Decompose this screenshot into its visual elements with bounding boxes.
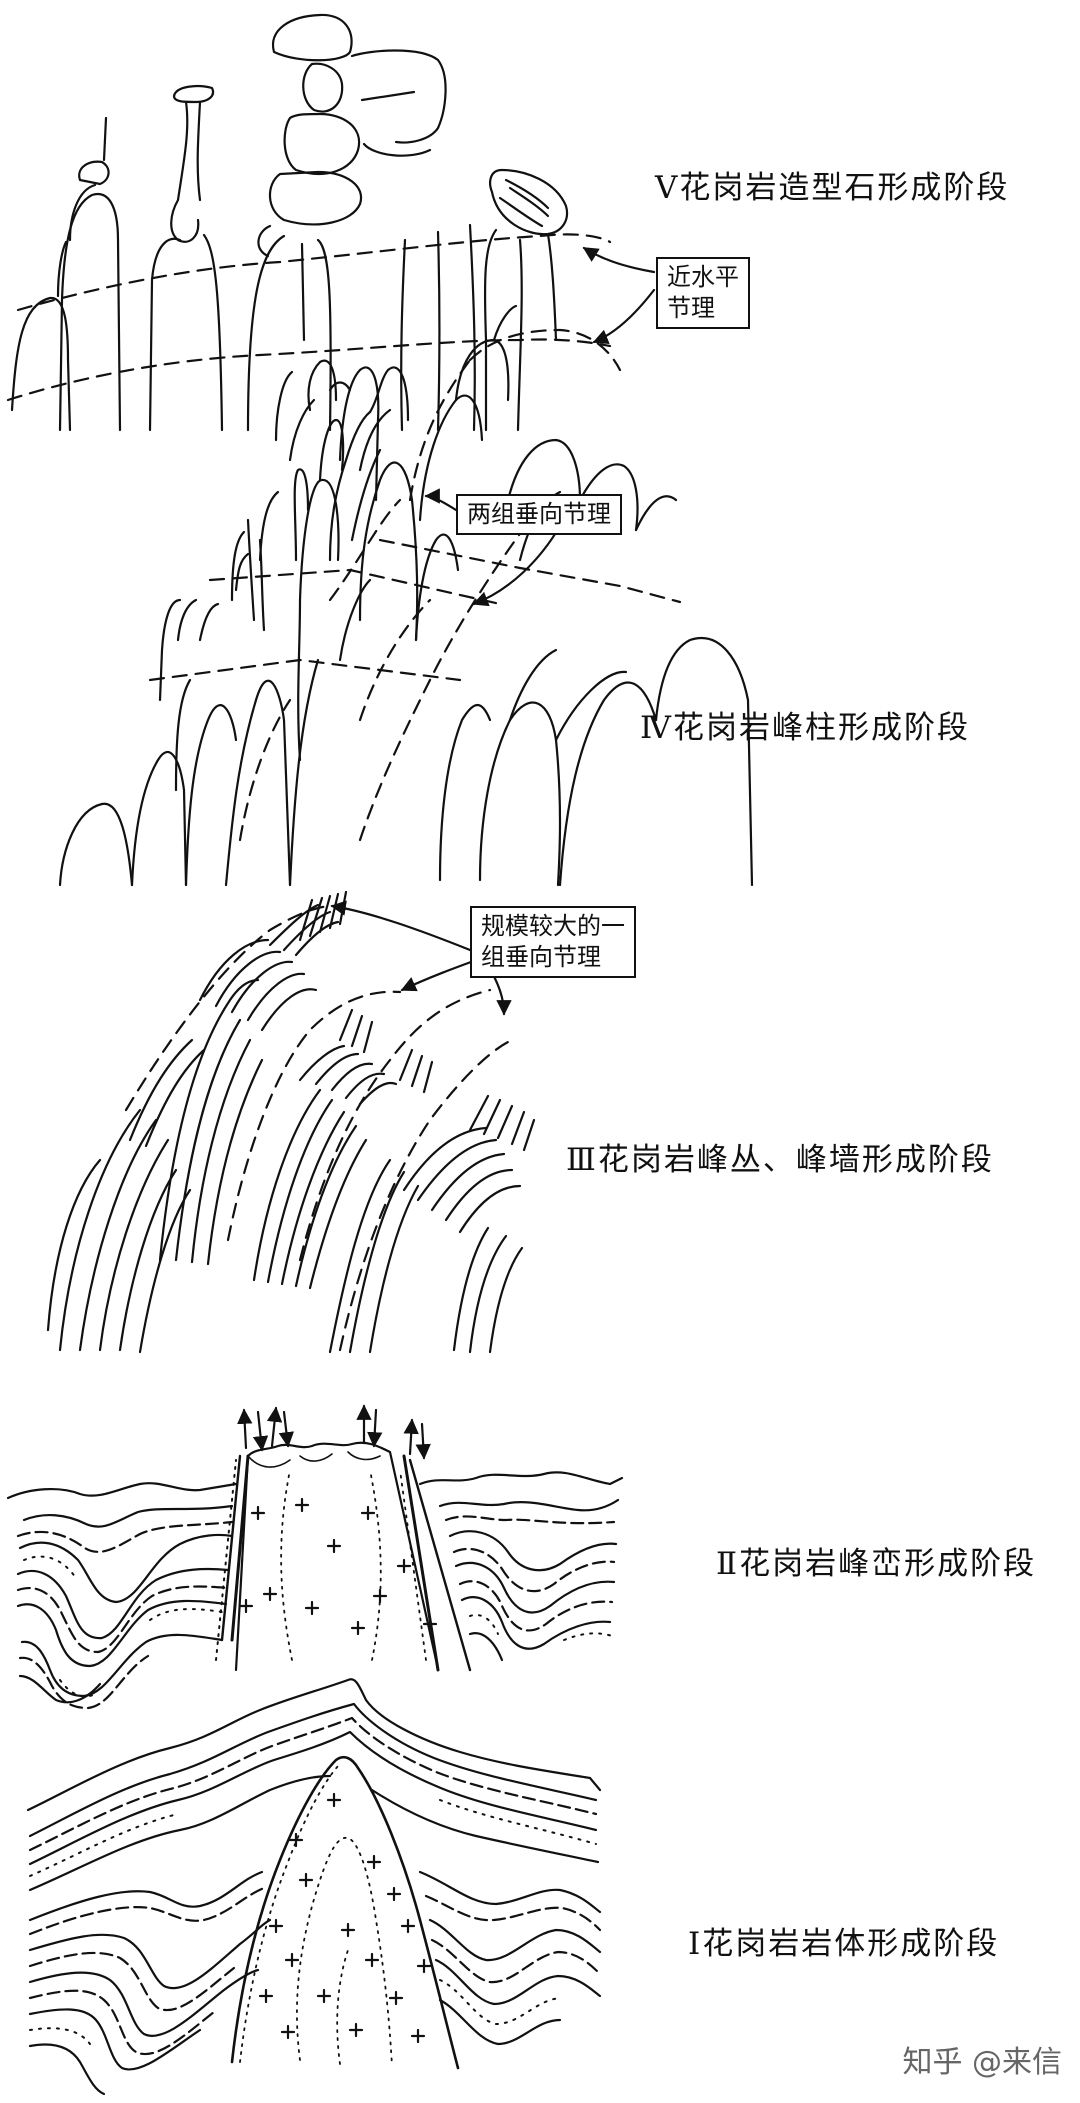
callout-horizontal-joints: 近水平 节理 bbox=[656, 257, 750, 329]
stage-v-label: Ⅴ花岗岩造型石形成阶段 bbox=[655, 170, 1010, 206]
stage-iv-drawing bbox=[58, 304, 754, 887]
stage-iv-label: Ⅳ花岗岩峰柱形成阶段 bbox=[640, 710, 970, 746]
watermark: 知乎 @来信 bbox=[902, 2045, 1062, 2080]
stage-iii-label: Ⅲ花岗岩峰丛、峰墙形成阶段 bbox=[566, 1142, 994, 1178]
stage-i-label: Ⅰ花岗岩岩体形成阶段 bbox=[688, 1926, 1000, 1962]
callout-two-vertical-joint-sets: 两组垂向节理 bbox=[456, 494, 622, 535]
stage-iii-drawing bbox=[46, 890, 536, 1354]
stage-i-drawing bbox=[26, 1678, 602, 2096]
stage-v-drawing bbox=[6, 13, 656, 432]
stage-ii-drawing bbox=[6, 1404, 624, 1710]
stage-ii-label: Ⅱ花岗岩峰峦形成阶段 bbox=[716, 1546, 1037, 1582]
callout-large-vertical-joint-set: 规模较大的一 组垂向节理 bbox=[470, 906, 636, 978]
